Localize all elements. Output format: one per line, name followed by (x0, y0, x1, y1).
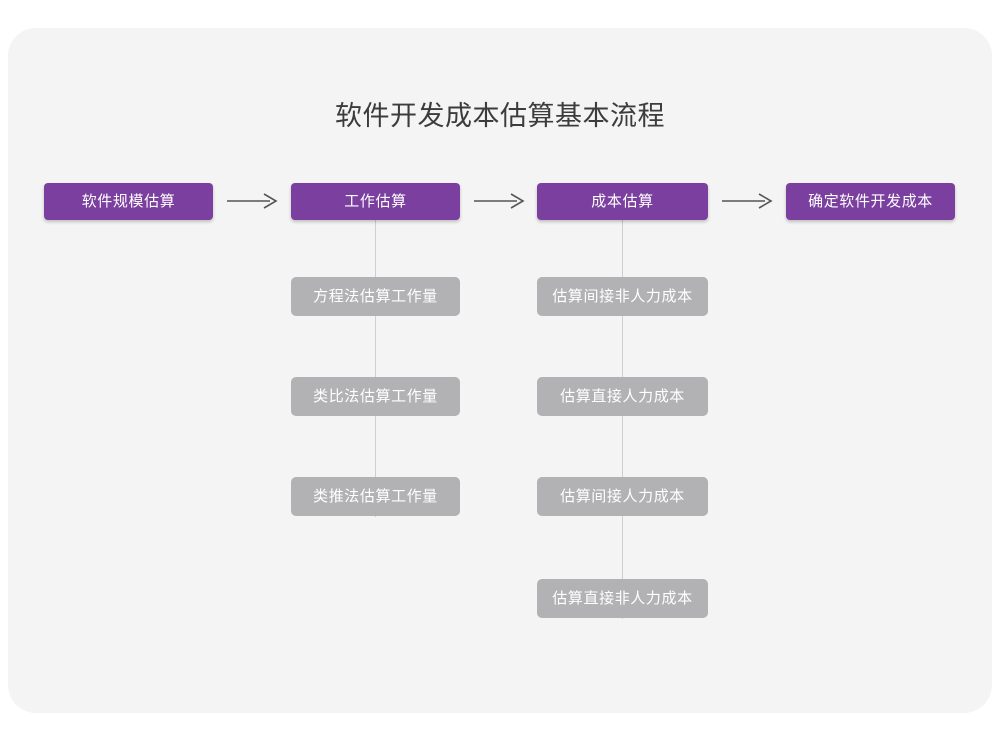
subnode-indirect-labor-cost[interactable]: 估算间接人力成本 (537, 477, 708, 516)
diagram-card (8, 28, 992, 713)
arrow-right-icon-3 (721, 190, 773, 212)
subnode-direct-nonlabor-cost[interactable]: 估算直接非人力成本 (537, 579, 708, 618)
subnode-direct-labor-cost[interactable]: 估算直接人力成本 (537, 377, 708, 416)
node-cost-estimation[interactable]: 成本估算 (537, 183, 708, 220)
subnode-equation-method-workload[interactable]: 方程法估算工作量 (291, 277, 460, 316)
subnode-indirect-nonlabor-cost[interactable]: 估算间接非人力成本 (537, 277, 708, 316)
branch-line-work-estimation (375, 219, 376, 517)
subnode-analogical-method-workload[interactable]: 类推法估算工作量 (291, 477, 460, 516)
subnode-analogy-method-workload[interactable]: 类比法估算工作量 (291, 377, 460, 416)
page-title: 软件开发成本估算基本流程 (335, 101, 665, 131)
node-software-size-estimation[interactable]: 软件规模估算 (44, 183, 213, 220)
branch-line-cost-estimation (622, 219, 623, 619)
node-work-estimation[interactable]: 工作估算 (291, 183, 460, 220)
node-determine-development-cost[interactable]: 确定软件开发成本 (786, 183, 955, 220)
arrow-right-icon-1 (226, 190, 278, 212)
arrow-right-icon-2 (473, 190, 525, 212)
